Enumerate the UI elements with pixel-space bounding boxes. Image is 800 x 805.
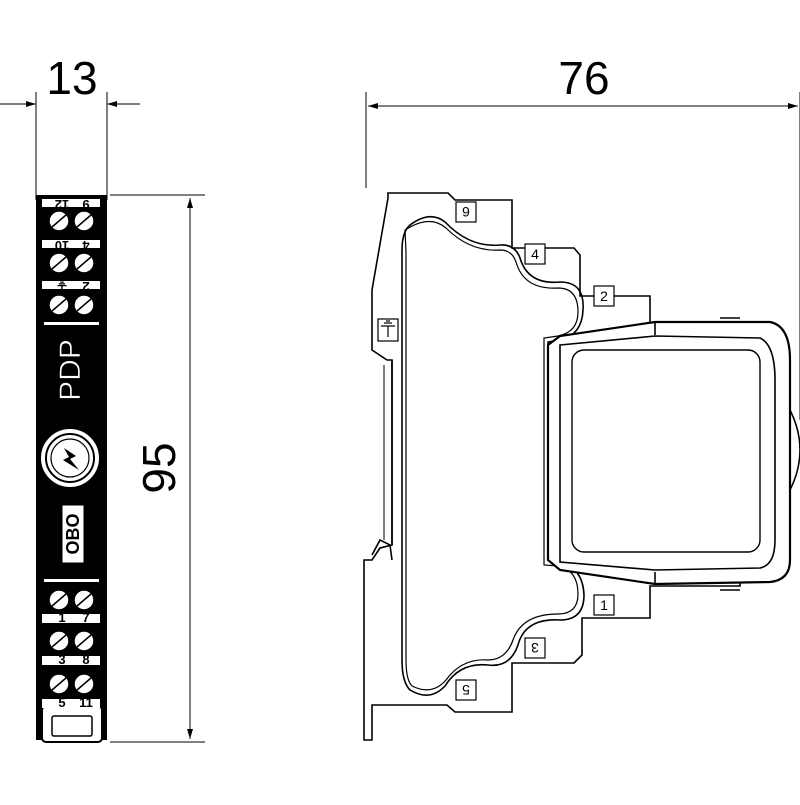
front-view-module: 12 9 10 4 ⏚ 2 PDP OBO <box>36 195 107 743</box>
terminal-label-12-top: 12 <box>55 197 69 212</box>
terminal-label-1: 1 <box>58 610 65 625</box>
side-terminal-6: 6 <box>455 201 477 223</box>
svg-text:1: 1 <box>600 597 608 613</box>
svg-text:2: 2 <box>600 288 608 304</box>
terminal-label-2: 2 <box>82 279 89 294</box>
terminal-label-4: 4 <box>82 238 90 253</box>
height-value: 95 <box>133 442 185 493</box>
side-terminal-3: 3 <box>524 637 546 659</box>
terminal-label-ground: ⏚ <box>55 279 68 294</box>
side-terminal-labels: 6 4 2 1 3 5 <box>377 201 615 701</box>
brand-logo: OBO <box>61 504 85 564</box>
side-terminal-2: 2 <box>593 285 615 307</box>
svg-text:4: 4 <box>531 246 539 262</box>
terminal-label-7: 7 <box>82 610 89 625</box>
base-inner-cavity <box>401 215 585 696</box>
side-terminal-1: 1 <box>593 594 615 616</box>
width-value: 13 <box>46 52 97 104</box>
width-dimension: 13 <box>0 52 140 200</box>
earth-ground-icon <box>377 318 399 342</box>
svg-text:OBO: OBO <box>63 513 83 554</box>
depth-dimension: 76 <box>365 52 800 420</box>
svg-text:5: 5 <box>462 682 470 698</box>
terminal-label-10: 10 <box>55 238 69 253</box>
lightning-logo-icon <box>39 427 101 489</box>
side-view-module <box>363 192 800 741</box>
side-terminal-5: 5 <box>455 679 477 701</box>
terminal-label-9-top: 9 <box>82 197 89 212</box>
terminal-screws-top <box>48 210 95 316</box>
height-dimension: 95 <box>110 194 205 743</box>
svg-text:3: 3 <box>531 640 539 656</box>
terminal-label-3: 3 <box>58 652 65 667</box>
terminal-screws-bottom <box>48 589 95 695</box>
side-terminal-4: 4 <box>524 243 546 265</box>
terminal-label-5: 5 <box>58 695 65 710</box>
depth-value: 76 <box>558 52 609 104</box>
product-name: PDP <box>54 339 87 401</box>
terminal-label-8: 8 <box>82 652 89 667</box>
terminal-label-11: 11 <box>79 695 93 710</box>
plug-housing <box>546 320 792 586</box>
svg-text:6: 6 <box>462 204 470 220</box>
